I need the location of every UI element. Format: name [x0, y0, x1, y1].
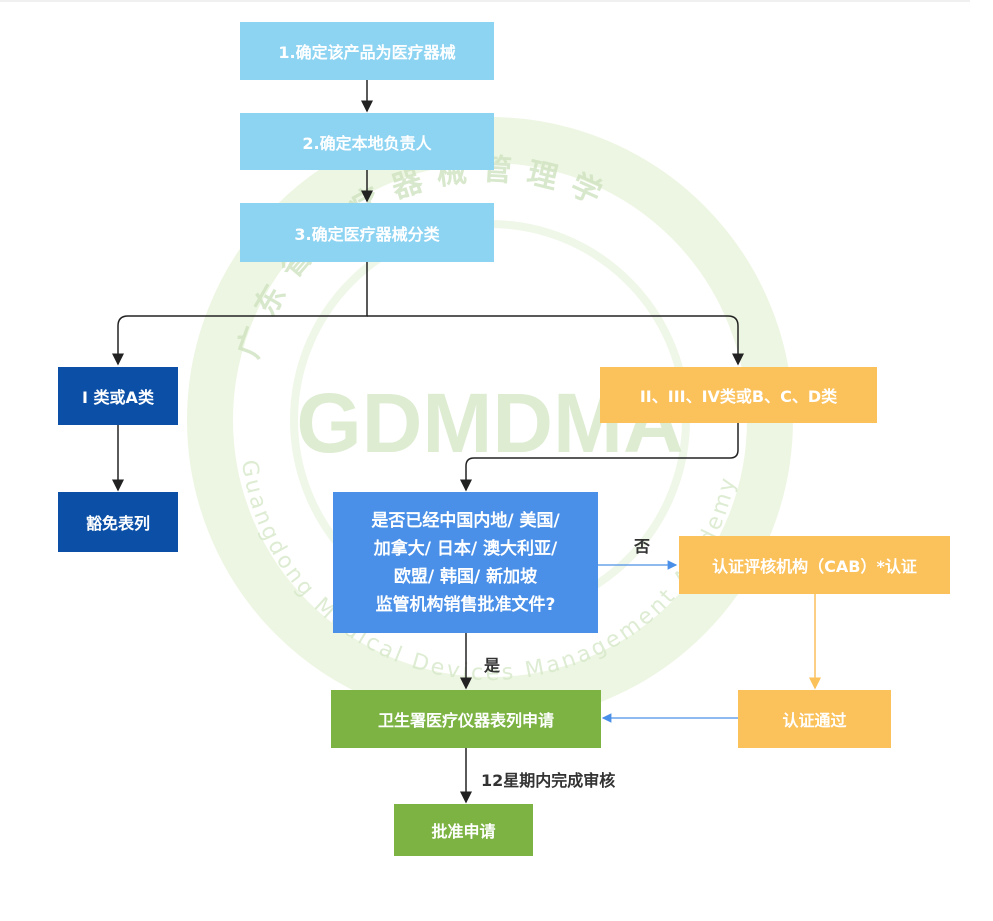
- arrow-class-bcd-question: [460, 423, 739, 492]
- top-divider: [0, 0, 970, 2]
- question-line: 监管机构销售批准文件?: [375, 594, 556, 615]
- node-approve-application: 批准申请: [394, 804, 533, 856]
- question-text: 是否已经中国内地/ 美国/ 加拿大/ 日本/ 澳大利亚/ 欧盟/ 韩国/ 新加坡…: [371, 507, 559, 619]
- node-approval-question: 是否已经中国内地/ 美国/ 加拿大/ 日本/ 澳大利亚/ 欧盟/ 韩国/ 新加坡…: [333, 492, 598, 633]
- edge-label-review-time: 12星期内完成审核: [481, 771, 616, 790]
- arrow-step3-class-bcd: [367, 315, 744, 366]
- node-cab-certification: 认证评核机构（CAB）*认证: [679, 536, 950, 594]
- question-line: 是否已经中国内地/ 美国/: [371, 510, 560, 531]
- question-line: 加拿大/ 日本/ 澳大利亚/: [373, 538, 558, 559]
- step-confirm-local-responsible-person: 2.确定本地负责人: [240, 113, 494, 170]
- node-class-bcd: II、III、IV类或B、C、D类: [600, 367, 877, 423]
- edge-label-no: 否: [634, 537, 651, 556]
- step-confirm-device-class: 3.确定医疗器械分类: [240, 203, 494, 262]
- question-line: 欧盟/ 韩国/ 新加坡: [393, 566, 538, 587]
- node-class-a: I 类或A类: [58, 367, 178, 425]
- step-confirm-medical-device: 1.确定该产品为医疗器械: [240, 22, 494, 80]
- edge-label-yes: 是: [484, 656, 501, 675]
- node-exempt-list: 豁免表列: [58, 492, 178, 552]
- node-certification-passed: 认证通过: [738, 690, 891, 748]
- node-listing-application: 卫生署医疗仪器表列申请: [331, 690, 601, 748]
- arrow-step3-class-a: [112, 262, 368, 366]
